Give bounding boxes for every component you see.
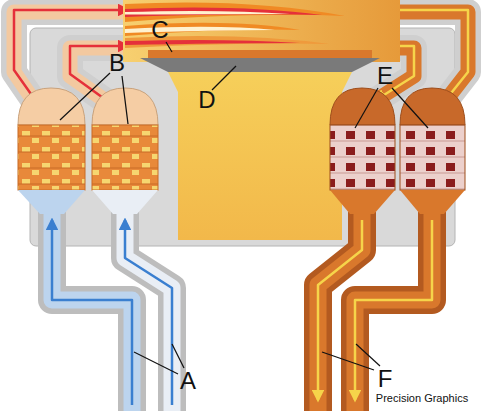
- furnace-base: [168, 72, 352, 240]
- regenerator: [18, 88, 85, 214]
- part-letter: A: [180, 369, 196, 393]
- outlet-ducts: [318, 212, 432, 411]
- leader-lines: [60, 42, 428, 374]
- watermark: Precision Graphics: [376, 393, 468, 404]
- part-letter: B: [109, 51, 125, 75]
- regenerator: [330, 88, 395, 214]
- part-letter: C: [151, 18, 168, 42]
- regenerator: [92, 88, 158, 214]
- part-letter: F: [378, 367, 393, 391]
- inlet-ducts: [52, 212, 172, 411]
- charge: [148, 50, 372, 58]
- part-letter: E: [377, 64, 393, 88]
- part-letter: D: [198, 88, 215, 112]
- furnace-chamber: [123, 0, 400, 62]
- hearth: [140, 58, 380, 72]
